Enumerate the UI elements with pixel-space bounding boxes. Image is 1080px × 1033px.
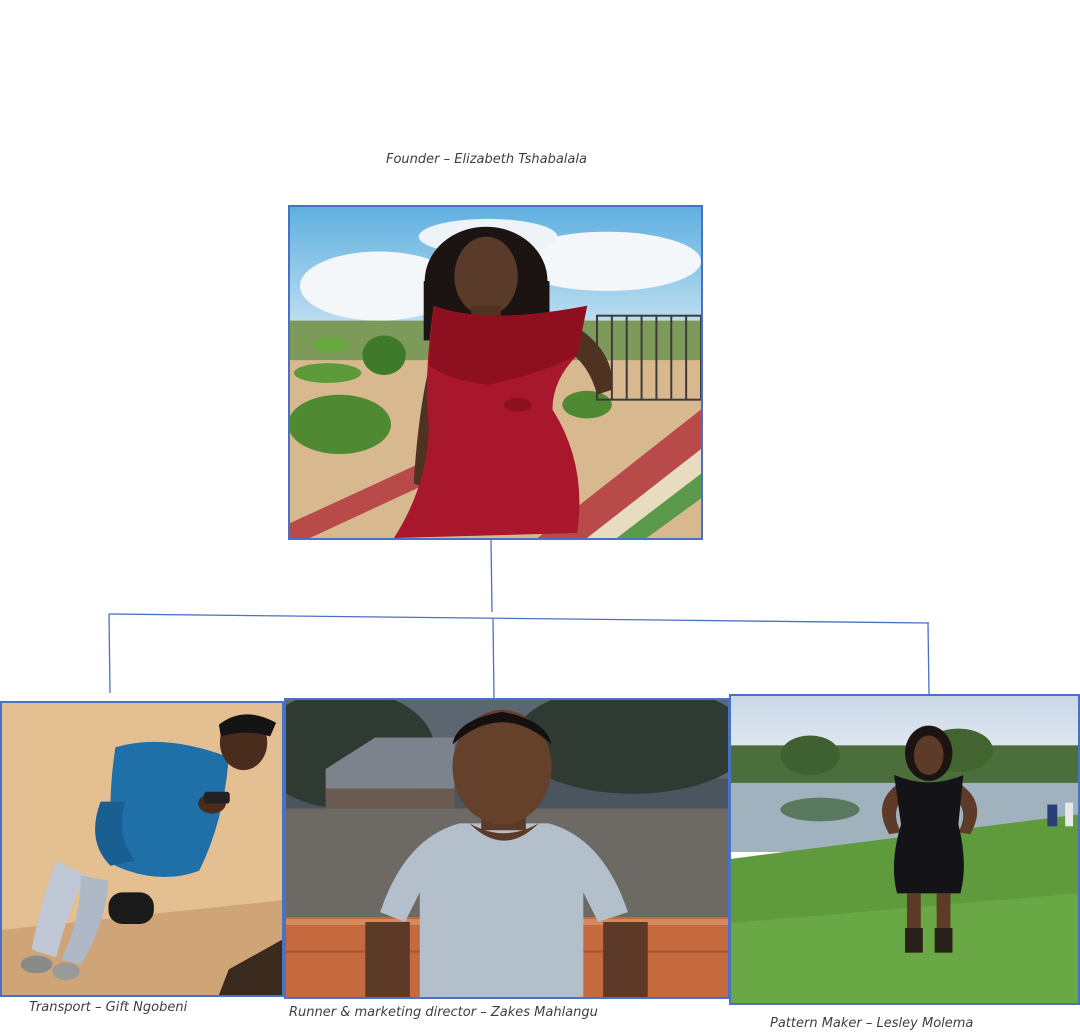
- member-caption-runner-marketing: Runner & marketing director – Zakes Mahl…: [289, 1005, 598, 1020]
- member-photo-transport: [0, 701, 284, 997]
- founder-photo: [288, 205, 703, 540]
- member-caption-transport: Transport – Gift Ngobeni: [29, 1000, 188, 1015]
- member-photo-runner-marketing: [284, 698, 730, 999]
- connector-right-down: [927, 622, 930, 695]
- connector-horizontal: [108, 613, 930, 624]
- member-caption-pattern-maker: Pattern Maker – Lesley Molema: [770, 1016, 974, 1031]
- founder-caption: Founder – Elizabeth Tshabalala: [386, 152, 587, 167]
- member-photo-pattern-maker: [729, 694, 1080, 1005]
- connector-center-down: [492, 618, 495, 700]
- connector-left-down: [108, 613, 111, 694]
- connector-founder-down: [490, 538, 493, 613]
